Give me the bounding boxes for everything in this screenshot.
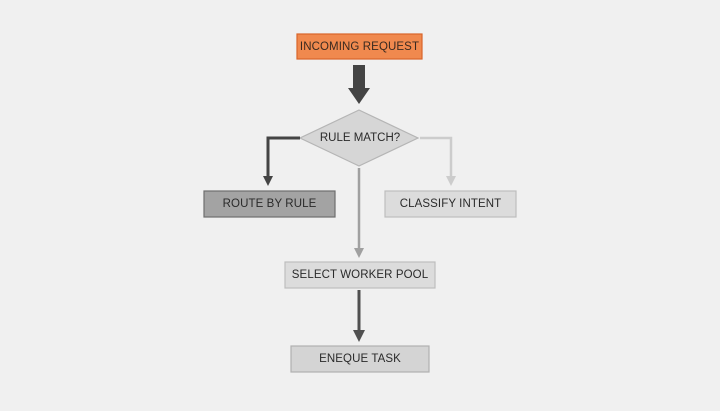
arrowhead-icon xyxy=(446,176,456,186)
node-route-shape xyxy=(203,190,336,218)
node-select-shape xyxy=(284,261,436,289)
edge-decision-to-classify xyxy=(420,136,456,186)
node-classify-label: CLASSIFY INTENT xyxy=(399,198,502,210)
node-enqueue-shape xyxy=(290,345,430,373)
edge-decision-to-select xyxy=(354,168,364,258)
arrowhead-icon xyxy=(348,88,370,104)
edge-incoming-to-decision xyxy=(348,65,370,104)
edge-decision-to-route xyxy=(263,136,300,186)
node-select-label: SELECT WORKER POOL xyxy=(291,269,429,281)
arrowhead-icon xyxy=(263,176,273,186)
node-enqueue-label: ENEQUE TASK xyxy=(319,353,401,365)
edge-route-line xyxy=(266,136,300,178)
node-incoming-label: INCOMING REQUEST xyxy=(299,40,420,53)
node-classify-shape xyxy=(384,190,517,218)
node-incoming-shape xyxy=(296,33,423,60)
edge-classify-line xyxy=(420,136,453,178)
arrowhead-icon xyxy=(354,248,364,258)
node-route-label: ROUTE BY RULE xyxy=(222,198,317,210)
node-decision-shape xyxy=(298,109,420,167)
arrowhead-icon xyxy=(353,330,365,342)
edge-incoming-shaft xyxy=(353,65,365,90)
node-decision-label: RULE MATCH? xyxy=(319,132,401,144)
edge-select-to-enqueue xyxy=(353,290,365,342)
